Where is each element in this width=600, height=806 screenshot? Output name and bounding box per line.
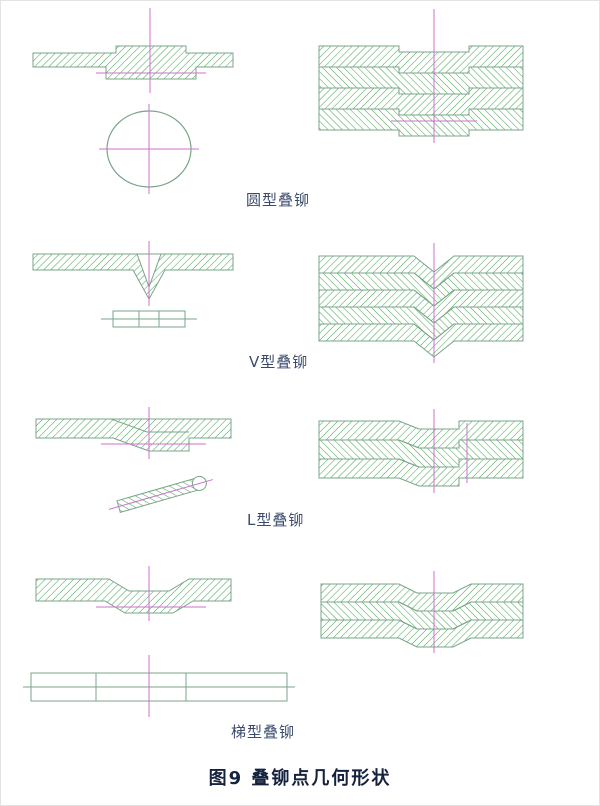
v-stack-section	[318, 243, 524, 363]
round-plan-circle-view	[99, 104, 199, 194]
label-trapezoid-clinch: 梯型叠铆	[231, 723, 296, 741]
trapezoid-plan-view	[23, 655, 295, 717]
v-single-sheet-section	[32, 241, 234, 306]
trapezoid-stack-section	[320, 571, 524, 653]
l-single-sheet-section	[35, 407, 232, 459]
l-stack-section	[318, 409, 524, 493]
label-l-clinch: L型叠铆	[247, 511, 305, 529]
round-single-sheet-section	[32, 8, 234, 93]
label-round-clinch: 圆型叠铆	[246, 191, 311, 209]
round-stack-section	[318, 9, 524, 143]
trapezoid-single-sheet-section	[35, 566, 232, 621]
l-punch-side-view	[108, 475, 213, 513]
label-v-clinch: V型叠铆	[249, 353, 309, 371]
figure-caption: 图9 叠铆点几何形状	[208, 768, 392, 789]
v-punch-side-view	[101, 310, 197, 328]
